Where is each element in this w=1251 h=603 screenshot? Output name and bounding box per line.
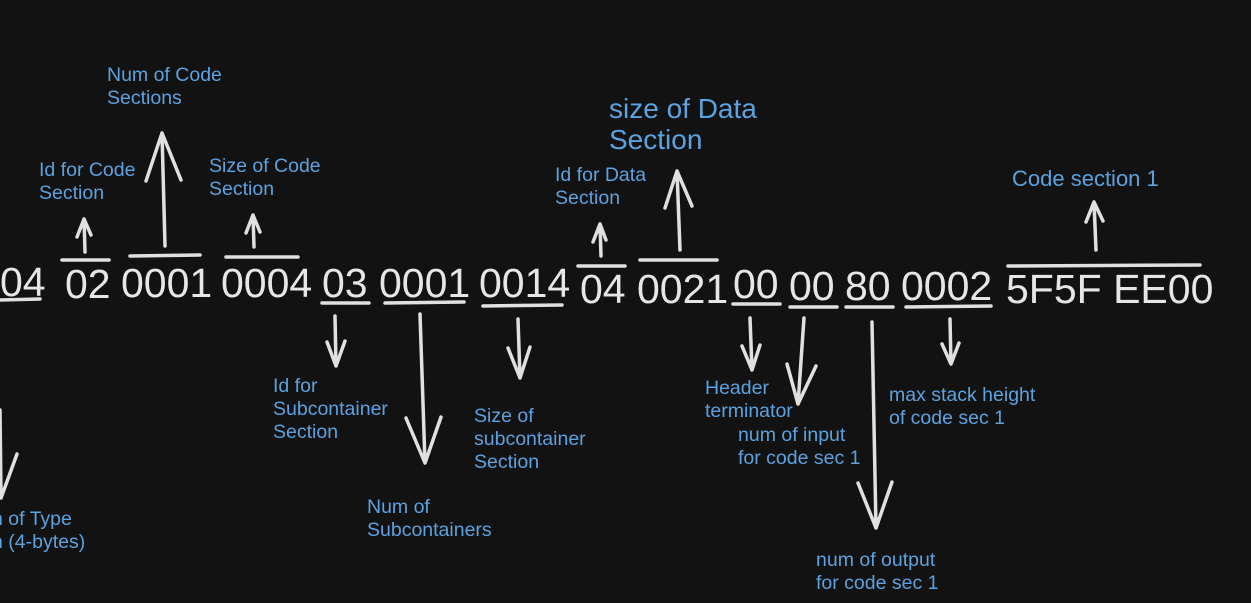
hex-00-inputs: 00: [789, 263, 835, 309]
label-code-section-1: Code section 1: [1012, 166, 1159, 191]
hex-02: 02: [65, 261, 111, 307]
arrow-id-code-section: [75, 217, 93, 254]
hex-0001-code-num: 0001: [121, 260, 213, 306]
arrow-num-code-sections: [144, 131, 183, 248]
underline-0002: [904, 304, 993, 309]
underline-0001-subcont: [383, 300, 466, 305]
label-size-subcontainer: Size of subcontainer Section: [474, 405, 586, 473]
hex-03: 03: [322, 260, 368, 306]
label-num-subcontainers: Num of Subcontainers: [367, 496, 492, 541]
arrow-id-subcontainer: [325, 314, 347, 368]
hex-code-section: 5F5F EE00: [1006, 266, 1214, 312]
hex-0021: 0021: [637, 266, 729, 312]
label-header-terminator: Header terminator: [705, 377, 793, 422]
arrow-code-section-1: [1084, 200, 1105, 252]
hex-0001-subcont-num: 0001: [379, 260, 471, 306]
label-size-data-section: size of Data Section: [609, 93, 757, 155]
arrow-size-data-section: [663, 169, 694, 252]
arrow-size-code-section: [244, 213, 262, 249]
arrow-size-subcontainer: [506, 317, 532, 380]
underline-04-cut: [0, 297, 42, 302]
arrow-header-terminator: [740, 316, 762, 372]
label-id-code-section: Id for Code Section: [39, 159, 136, 204]
hex-0004: 0004: [221, 260, 313, 306]
hex-0014: 0014: [479, 260, 571, 306]
hex-04-cut: 04: [0, 259, 46, 305]
hex-00-term: 00: [733, 261, 779, 307]
label-id-data-section: Id for Data Section: [555, 164, 647, 209]
arrow-id-data-section: [591, 222, 608, 258]
hex-0002: 0002: [901, 263, 993, 309]
hex-04-data: 04: [580, 266, 626, 312]
arrow-type-section: [0, 408, 19, 500]
arrow-max-stack: [940, 317, 961, 366]
label-id-subcontainer: Id for Subcontainer Section: [273, 375, 388, 443]
label-num-input: num of input for code sec 1: [738, 424, 861, 469]
underline-0014: [481, 303, 564, 308]
arrow-num-subcontainers: [404, 312, 443, 465]
overline-code-section: [1006, 263, 1202, 268]
arrow-num-output: [856, 320, 894, 530]
hex-80: 80: [845, 263, 891, 309]
label-type-section-cut: n of Type n (4-bytes): [0, 508, 86, 553]
label-num-output: num of output for code sec 1: [816, 549, 939, 594]
arrow-num-input: [785, 316, 818, 406]
label-max-stack: max stack height of code sec 1: [889, 384, 1036, 429]
underline-0001-code: [128, 253, 202, 258]
label-num-code-sections: Num of Code Sections: [107, 64, 222, 109]
label-size-code-section: Size of Code Section: [209, 155, 321, 200]
